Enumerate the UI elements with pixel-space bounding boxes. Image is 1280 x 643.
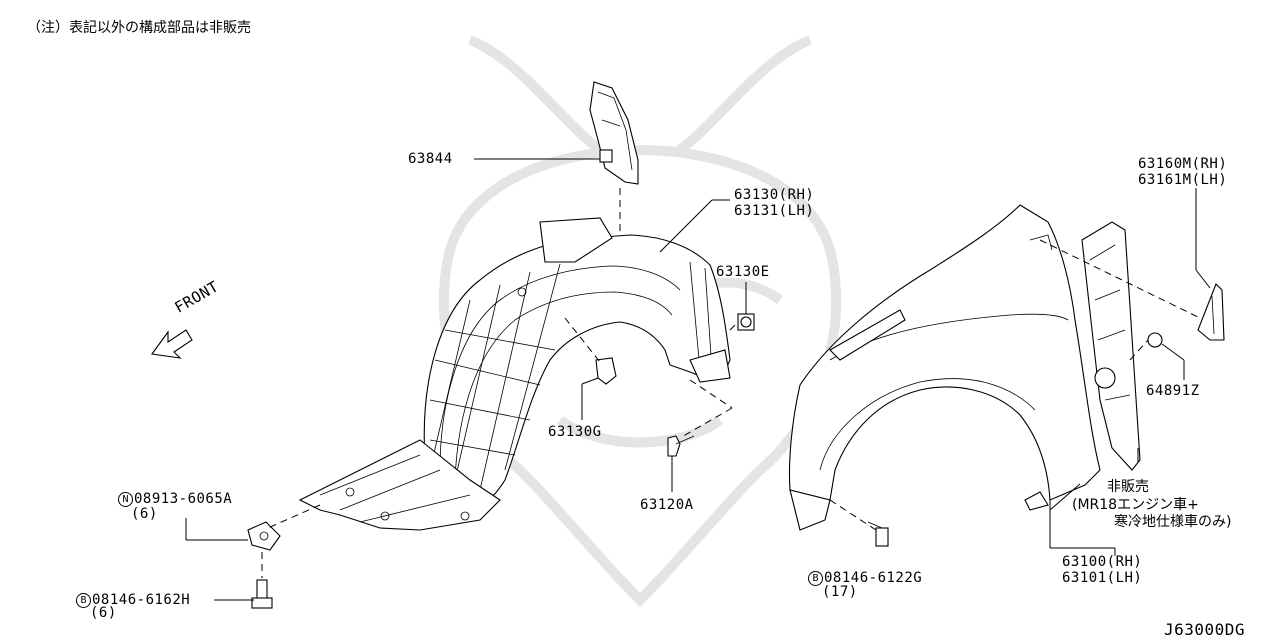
n-prefix-icon: N xyxy=(118,492,133,507)
callout-64891z: 64891Z xyxy=(1146,383,1200,399)
callout-63160m-rh: 63160M(RH) xyxy=(1138,156,1228,172)
front-fender xyxy=(788,204,1101,531)
screw-63120a xyxy=(667,435,695,457)
leader-lines xyxy=(185,158,1211,601)
note-text: （注）表記以外の構成部品は非販売 xyxy=(27,20,251,36)
callout-08913-number: 08913-6065A xyxy=(134,491,233,507)
fender-seal-bracket xyxy=(1081,221,1141,471)
callout-08146-6162h-number: 08146-6162H xyxy=(92,592,191,608)
mud-guard-63160m xyxy=(1197,283,1225,341)
bolt-08146-6162h xyxy=(251,579,273,609)
seal-63844 xyxy=(589,81,639,185)
clip-63130e xyxy=(737,313,755,331)
callout-08146-6122g-number: 08146-6122G xyxy=(824,570,923,586)
callout-63120a: 63120A xyxy=(640,497,694,513)
callout-63130e: 63130E xyxy=(716,264,770,280)
fender-protector-liner xyxy=(298,217,731,531)
callout-08146-6122g-qty: (17) xyxy=(822,584,858,600)
clip-63130g xyxy=(595,357,617,385)
nut-08913 xyxy=(247,521,281,551)
diagram-code: J63000DG xyxy=(1164,620,1246,639)
front-arrow-icon xyxy=(151,329,193,359)
callout-63100-rh: 63100(RH) xyxy=(1062,554,1143,570)
assembly-lines xyxy=(261,188,1201,578)
callout-08913-qty: (6) xyxy=(131,506,158,522)
callout-63131-lh: 63131(LH) xyxy=(734,203,815,219)
callout-63844: 63844 xyxy=(408,151,453,167)
b-prefix-icon: B xyxy=(808,571,823,586)
mr18-condition-line2: 寒冷地仕様車のみ) xyxy=(1114,514,1232,530)
callout-63101-lh: 63101(LH) xyxy=(1062,570,1143,586)
callout-63130-rh: 63130(RH) xyxy=(734,187,815,203)
b-prefix-icon: B xyxy=(76,593,91,608)
callout-63130g: 63130G xyxy=(548,424,602,440)
bolt-08146-6122g xyxy=(867,521,889,547)
callout-63161m-lh: 63161M(LH) xyxy=(1138,172,1228,188)
mr18-condition-line1: (MR18エンジン車+ xyxy=(1072,497,1199,513)
not-for-sale-text: 非販売 xyxy=(1107,479,1149,495)
grommet-64891z xyxy=(1147,332,1163,348)
callout-08146-6162h-qty: (6) xyxy=(90,605,117,621)
